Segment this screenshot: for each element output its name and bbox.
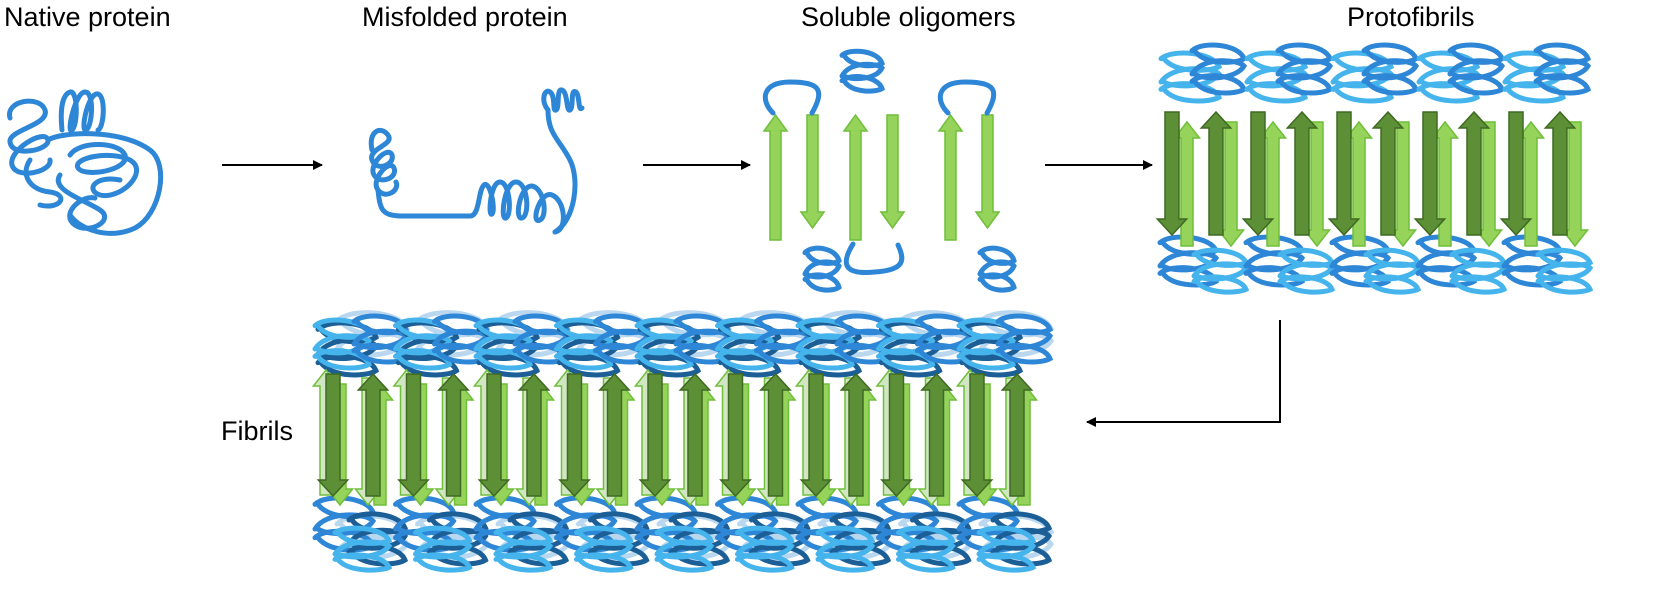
- beta-strand-dark: [598, 372, 631, 497]
- misfolded-helix-segment: [375, 187, 473, 219]
- beta-strand-dark: [316, 373, 350, 498]
- native-protein-structure: [7, 89, 164, 236]
- beta-strand-dark: [1457, 110, 1491, 236]
- helix-cap-top: [1275, 42, 1334, 96]
- beta-strand-light: [1302, 121, 1332, 248]
- misfolded-helix-segment: [368, 128, 400, 197]
- beta-strand-dark: [477, 373, 511, 498]
- helix-cap-top: [1189, 42, 1248, 96]
- beta-strand-down: [974, 114, 1001, 230]
- helix-cap-bottom: [332, 525, 393, 573]
- native-helix-segment: [7, 98, 53, 176]
- loop-connector: [762, 79, 822, 116]
- native-helix-segment: [23, 157, 64, 209]
- beta-strand-dark: [356, 372, 390, 497]
- beta-strand-down: [879, 114, 906, 230]
- beta-strand-dark: [1327, 111, 1361, 237]
- beta-strand-up: [762, 113, 789, 241]
- helix-cap-bottom: [1191, 247, 1250, 295]
- beta-strand-light: [1560, 121, 1590, 248]
- fibrils-structure: [311, 310, 1055, 573]
- misfolded-helix-segment: [545, 107, 578, 235]
- helix-cap-bottom: [815, 525, 876, 573]
- label-fibrils: Fibrils: [221, 416, 293, 446]
- beta-strand-light: [1430, 120, 1460, 247]
- beta-strand-dark: [920, 372, 953, 497]
- beta-strand-dark: [517, 372, 551, 497]
- beta-strand-light: [1344, 120, 1374, 247]
- label-protofibrils: Protofibrils: [1347, 2, 1475, 32]
- oligomer-unit: [762, 79, 842, 293]
- beta-strand-dark: [719, 373, 752, 498]
- beta-strand-dark: [1499, 111, 1533, 237]
- loop-connector: [843, 241, 905, 276]
- beta-strand-down: [799, 114, 826, 230]
- helix-cap-bottom: [896, 525, 956, 573]
- beta-strand-dark: [1155, 111, 1189, 237]
- oligomer-unit: [839, 48, 906, 276]
- native-helix-segment: [67, 142, 139, 199]
- helix-cap-top: [995, 313, 1054, 365]
- beta-strand-dark: [1413, 111, 1447, 237]
- native-helix-segment: [58, 89, 106, 133]
- helix-cap-bottom: [1277, 247, 1336, 295]
- helix-tail: [802, 245, 842, 293]
- helix-cap-bottom: [735, 525, 795, 573]
- native-helix-segment: [55, 172, 108, 231]
- helix-head: [839, 48, 885, 94]
- beta-strand-dark: [880, 373, 913, 498]
- beta-strand-dark: [960, 373, 994, 498]
- beta-strand-dark: [558, 373, 591, 498]
- beta-strand-light: [1516, 120, 1546, 247]
- helix-cap-bottom: [654, 525, 715, 573]
- helix-cap-bottom: [493, 525, 554, 573]
- beta-strand-dark: [799, 373, 833, 498]
- beta-strand-dark: [759, 372, 792, 497]
- helix-cap-top: [1533, 42, 1592, 96]
- beta-strand-dark: [1371, 110, 1405, 236]
- beta-strand-dark: [1000, 372, 1034, 497]
- label-soluble-oligomers: Soluble oligomers: [801, 2, 1016, 32]
- helix-cap-bottom: [1363, 247, 1422, 295]
- beta-strand-dark: [397, 373, 430, 498]
- beta-strand-light: [1172, 120, 1202, 247]
- misfolded-helix-segment: [467, 179, 566, 235]
- beta-strand-light: [1258, 120, 1288, 247]
- oligomer-unit: [937, 79, 1017, 293]
- beta-strand-up: [937, 113, 964, 241]
- helix-cap-top: [1361, 42, 1420, 96]
- beta-strand-dark: [638, 373, 672, 498]
- helix-cap-bottom: [976, 525, 1037, 573]
- soluble-oligomers-structure: [762, 48, 1017, 293]
- beta-strand-light: [1388, 121, 1418, 248]
- helix-cap-bottom: [574, 525, 634, 573]
- beta-strand-light: [1216, 121, 1246, 248]
- misfolded-helix-segment: [541, 87, 585, 113]
- helix-cap-bottom: [413, 525, 473, 573]
- beta-strand-dark: [1285, 110, 1319, 236]
- beta-strand-dark: [1199, 110, 1233, 236]
- beta-strand-dark: [1543, 110, 1577, 236]
- helix-tail: [977, 245, 1017, 293]
- flow-arrows: [222, 160, 1281, 427]
- beta-strand-dark: [678, 372, 712, 497]
- protofibrils-structure: [1155, 42, 1594, 295]
- beta-strand-light: [1474, 121, 1504, 248]
- label-misfolded-protein: Misfolded protein: [362, 2, 568, 32]
- helix-cap-top: [1447, 42, 1506, 96]
- beta-strand-up: [842, 113, 869, 241]
- beta-strand-dark: [437, 372, 470, 497]
- loop-connector: [937, 79, 997, 116]
- beta-strand-dark: [1241, 111, 1275, 237]
- label-native-protein: Native protein: [4, 2, 171, 32]
- misfolded-protein-structure: [368, 87, 585, 235]
- native-helix-segment: [45, 131, 164, 236]
- beta-strand-dark: [839, 372, 873, 497]
- arrow-protofibrils-to-fibrils: [1086, 320, 1281, 427]
- helix-cap-bottom: [1535, 247, 1594, 295]
- helix-cap-bottom: [1449, 247, 1508, 295]
